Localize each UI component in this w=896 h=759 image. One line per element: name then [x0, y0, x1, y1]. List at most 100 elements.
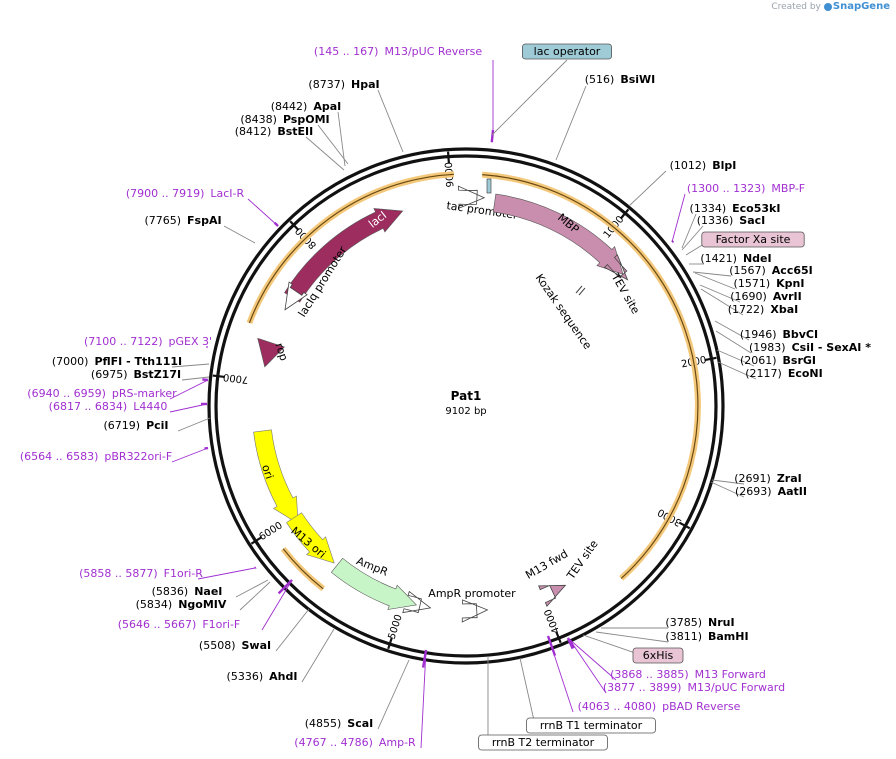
site-label[interactable]: (5646 .. 5667)F1ori-F	[118, 618, 241, 631]
site-label-position: (5646 .. 5667)	[118, 618, 197, 631]
site-label[interactable]: (3811) BamHI	[665, 630, 748, 643]
feature-laci-arrow[interactable]	[284, 208, 404, 303]
site-label-name: XbaI	[770, 303, 798, 316]
site-label[interactable]: (3868 .. 3885)M13 Forward	[610, 668, 766, 681]
site-label[interactable]: (1690)AvrII	[730, 290, 801, 303]
site-label[interactable]: Factor Xa site	[701, 231, 805, 248]
site-label-name: MBP-F	[771, 182, 805, 195]
site-label-text: (2691)ZraI	[734, 472, 802, 485]
site-label[interactable]: (7100 .. 7122)pGEX 3'	[84, 335, 212, 348]
backbone-outer-strand	[207, 147, 725, 665]
site-label-name: 6xHis	[643, 649, 674, 662]
feature-tev-site-2-mark[interactable]	[538, 584, 567, 608]
site-label-position: (3785)	[665, 616, 702, 629]
tick-label: 6000	[257, 520, 284, 543]
site-label-position: (3868 .. 3885)	[610, 668, 689, 681]
site-label-text: (8412)BstEII	[235, 125, 313, 138]
site-label-name: Eco53kI	[732, 202, 780, 215]
site-label-text: (8438)PspOMI	[240, 113, 329, 126]
site-label[interactable]: (1946)BbvCI	[740, 328, 818, 341]
site-label[interactable]: rrnB T1 terminator	[526, 717, 656, 734]
site-label[interactable]: (1334)Eco53kI	[690, 202, 781, 215]
site-label[interactable]: (8442)ApaI	[271, 100, 341, 113]
primer-site-mark	[204, 446, 209, 450]
kozak-mark	[575, 285, 583, 294]
leader-line	[261, 579, 293, 631]
site-label-text: (5858 .. 5877)F1ori-R	[79, 567, 203, 580]
site-label[interactable]: (2691)ZraI	[734, 472, 802, 485]
feature-ampr-promoter-arrow[interactable]	[402, 590, 432, 614]
site-label-position: (1722)	[728, 303, 765, 316]
site-label[interactable]: (6975)BstZ17I	[91, 368, 181, 381]
site-label[interactable]: (6940 .. 6959)pRS-marker	[27, 387, 177, 400]
site-label-text: (3785) NruI	[665, 616, 734, 629]
site-label[interactable]: (5834)NgoMIV	[136, 598, 227, 611]
feature-rop-arrow[interactable]	[257, 337, 285, 368]
site-label-name: Factor Xa site	[716, 233, 791, 246]
site-label[interactable]: (7000)PflFI - Tth111I	[52, 355, 182, 368]
site-label-position: (5508)	[199, 639, 236, 652]
feature-m13-ori-arrow[interactable]	[286, 512, 335, 564]
site-label[interactable]: (1336)SacI	[697, 214, 766, 227]
site-label[interactable]: (4767 .. 4786)Amp-R	[294, 736, 416, 749]
site-label[interactable]: (1421)NdeI	[700, 252, 771, 265]
site-label-name: NruI	[708, 616, 735, 629]
leader-line	[555, 85, 587, 161]
lac-operator-block[interactable]	[486, 178, 492, 194]
site-label[interactable]: (8438)PspOMI	[240, 113, 329, 126]
site-label[interactable]: (2061) BsrGI	[740, 354, 816, 367]
site-label-text: (1983)CsiI - SexAI *	[749, 341, 871, 354]
site-label[interactable]: (6564 .. 6583)pBR322ori-F	[20, 450, 172, 463]
site-label[interactable]: (1567)Acc65I	[729, 264, 813, 277]
site-label[interactable]: (1722) XbaI	[728, 303, 798, 316]
site-label[interactable]: (516)BsiWI	[585, 73, 656, 86]
snapgene-logo-icon	[823, 2, 832, 11]
site-label[interactable]: (3877 .. 3899)M13/pUC Forward	[603, 681, 785, 694]
site-label[interactable]: (8737)HpaI	[308, 78, 379, 91]
site-label[interactable]: (5508)SwaI	[199, 639, 271, 652]
site-label[interactable]: 6xHis	[632, 647, 684, 664]
site-label[interactable]: (1012)BlpI	[670, 159, 737, 172]
feature-ampr-arrow[interactable]	[330, 557, 418, 610]
site-label[interactable]: (5336)AhdI	[227, 670, 298, 683]
leader-line	[714, 320, 750, 341]
site-label-position: (3811)	[665, 630, 702, 643]
site-label[interactable]: (5836)NaeI	[152, 585, 223, 598]
site-label-name: BsrGI	[783, 354, 816, 367]
site-label-name: BamHI	[708, 630, 749, 643]
site-label[interactable]: (145 .. 167)M13/pUC Reverse	[314, 45, 482, 58]
site-label-text: (1336)SacI	[697, 214, 766, 227]
site-label[interactable]: lac operator	[522, 43, 613, 60]
site-label-text: (2061) BsrGI	[740, 354, 816, 367]
site-label-text: (7000)PflFI - Tth111I	[52, 355, 182, 368]
site-label[interactable]: rrnB T2 terminator	[478, 734, 608, 751]
site-label-text: (6719)PciI	[103, 419, 168, 432]
site-label[interactable]: (1571)KpnI	[734, 277, 805, 290]
site-label-position: (2061)	[740, 354, 777, 367]
tick-label: 5000	[387, 613, 405, 641]
site-label[interactable]: (3785) NruI	[665, 616, 734, 629]
leader-line	[169, 379, 209, 400]
site-label[interactable]: (7900 .. 7919)LacI-R	[126, 187, 245, 200]
feature-label: AmpR promoter	[428, 587, 516, 600]
site-label[interactable]: (6817 .. 6834)L4440	[49, 400, 168, 413]
site-label[interactable]: (4855)ScaI	[305, 717, 374, 730]
site-label[interactable]: (6719)PciI	[103, 419, 168, 432]
feature-m13-fwd-arrow[interactable]	[461, 599, 489, 623]
site-label-name: NgoMIV	[178, 598, 227, 611]
site-label-text: (5836)NaeI	[152, 585, 223, 598]
feature-ori-arrow[interactable]	[253, 429, 299, 525]
site-label[interactable]: (2117)EcoNI	[745, 367, 822, 380]
site-label[interactable]: (4063 .. 4080)pBAD Reverse	[578, 700, 741, 713]
site-label[interactable]: (1300 .. 1323)MBP-F	[687, 182, 805, 195]
site-label[interactable]: (2693)AatII	[735, 485, 807, 498]
feature-laciq-promoter-arrow[interactable]	[284, 281, 308, 311]
feature-tac-promoter-arrow[interactable]	[457, 185, 486, 209]
site-label[interactable]: (8412)BstEII	[235, 125, 313, 138]
site-label-position: (5858 .. 5877)	[79, 567, 158, 580]
site-label[interactable]: (7765)FspAI	[144, 214, 221, 227]
leader-line	[171, 363, 210, 368]
site-label[interactable]: (5858 .. 5877)F1ori-R	[79, 567, 203, 580]
feature-tev-site-mark[interactable]	[603, 253, 629, 281]
site-label[interactable]: (1983)CsiI - SexAI *	[749, 341, 871, 354]
